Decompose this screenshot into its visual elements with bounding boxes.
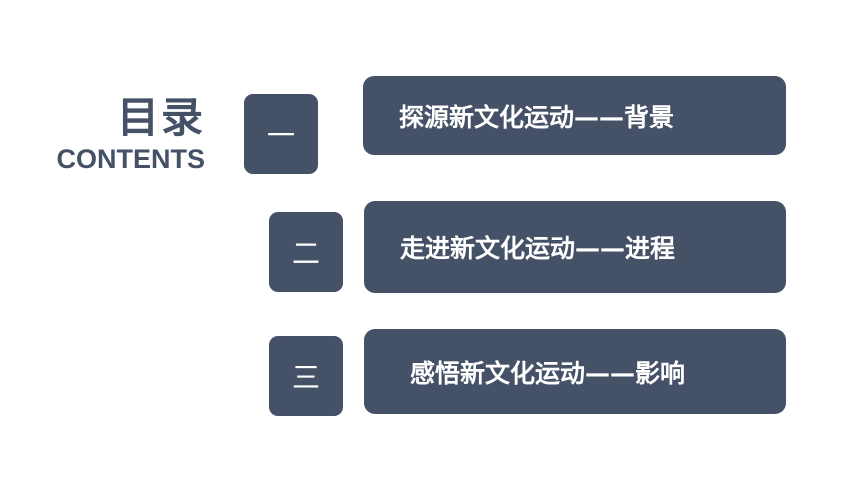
page-subtitle: CONTENTS <box>56 144 206 174</box>
page-title-block: 目录 CONTENTS <box>30 92 206 174</box>
section-number-2: 二 <box>269 212 343 292</box>
page-title: 目录 <box>116 93 205 142</box>
section-number-3-label: 三 <box>291 361 320 394</box>
section-number-2-label: 二 <box>291 237 320 270</box>
section-item-3[interactable]: 感悟新文化运动——影响 <box>364 329 786 414</box>
section-number-3: 三 <box>269 336 343 416</box>
section-number-1-label: 一 <box>266 119 295 152</box>
section-item-1[interactable]: 探源新文化运动——背景 <box>363 76 786 155</box>
section-number-1: 一 <box>244 94 318 174</box>
section-item-3-label: 感悟新文化运动——影响 <box>410 358 686 388</box>
section-item-2[interactable]: 走进新文化运动——进程 <box>364 201 786 293</box>
section-item-1-label: 探源新文化运动——背景 <box>399 102 675 132</box>
section-item-2-label: 走进新文化运动——进程 <box>400 234 676 263</box>
